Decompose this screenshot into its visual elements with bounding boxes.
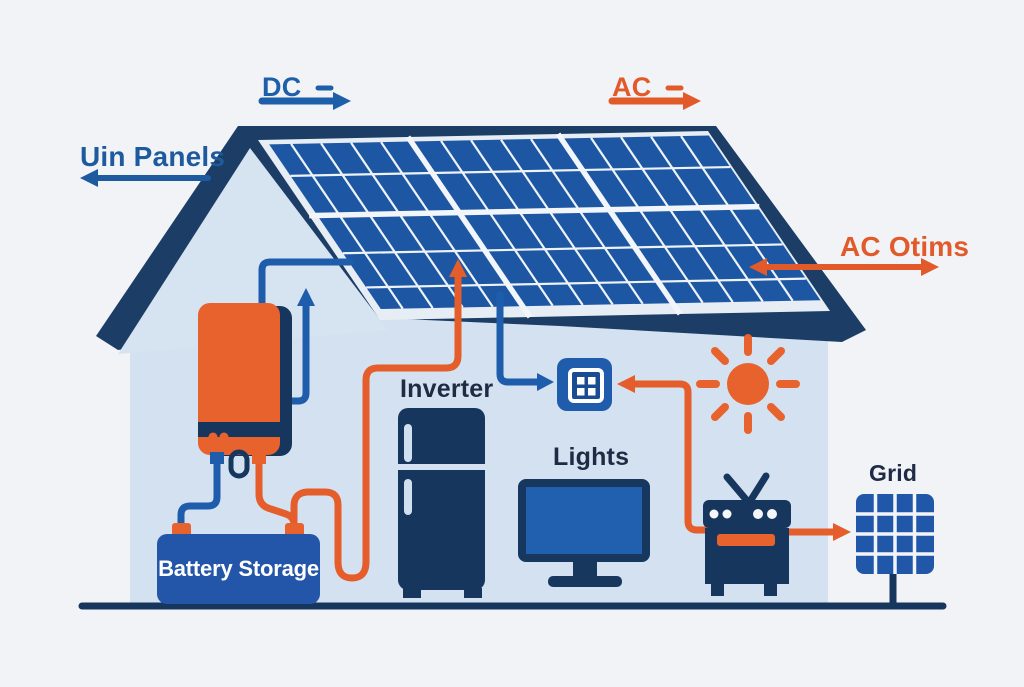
wire-battery-to-panel — [290, 272, 462, 582]
dc-arrowhead — [333, 92, 351, 110]
ac-label: AC — [612, 72, 652, 102]
junction-in-arrowhead — [537, 373, 554, 391]
junction-orange-arrowhead — [617, 375, 635, 393]
gable-triangle — [118, 148, 388, 354]
wire-unit-up-arrow — [284, 292, 310, 405]
wire-panel-to-unit — [258, 258, 354, 309]
unit-up-arrowhead — [297, 288, 315, 306]
grid-label: Grid — [869, 460, 918, 486]
panels-label: Uin Panels — [80, 141, 226, 172]
battery-icon — [157, 523, 320, 604]
sun-icon — [696, 334, 800, 434]
arrowheads — [80, 92, 939, 541]
antenna — [723, 472, 770, 507]
ac-otims-right-arrowhead — [921, 258, 939, 276]
monitor-icon — [518, 479, 650, 587]
wiring — [94, 85, 925, 582]
panels-arrowhead — [80, 169, 98, 187]
solar-panel-icon — [258, 131, 830, 320]
battery-storage-label: Battery Storage — [158, 556, 319, 581]
ac-arrowhead — [683, 92, 701, 110]
refrigerator-icon — [398, 408, 485, 598]
ac-output-label: AC Otims — [840, 231, 970, 262]
ac-otims-left-arrowhead — [749, 258, 767, 276]
wire-unit-to-battery — [177, 454, 221, 531]
lights-label: Lights — [553, 443, 630, 471]
wire-junction-to-stove — [630, 380, 709, 534]
battery-panel-arrowhead — [449, 259, 467, 277]
grid-arrowhead — [833, 523, 851, 541]
grid-icon — [856, 494, 934, 603]
dc-label: DC — [262, 72, 302, 102]
inverter-label: Inverter — [400, 375, 494, 403]
unit-clamp — [228, 449, 250, 479]
stove-icon — [703, 472, 791, 596]
outlet-junction-icon — [557, 358, 612, 411]
wall-inverter-unit-icon — [198, 303, 292, 479]
wire-panel-to-junction — [496, 291, 542, 386]
